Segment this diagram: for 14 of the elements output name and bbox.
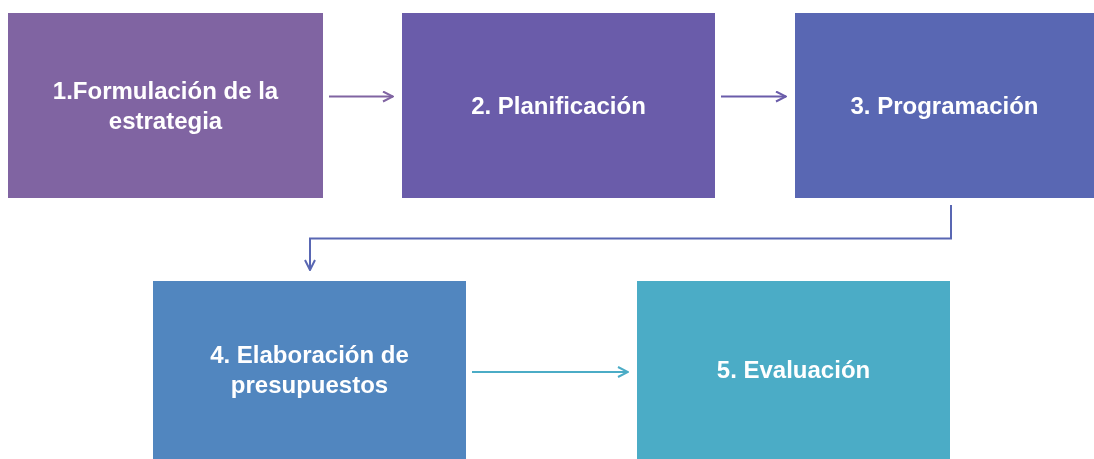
process-box bbox=[795, 13, 1094, 198]
arrow bbox=[471, 366, 629, 378]
step-label: 3. Programación bbox=[850, 90, 1039, 121]
arrow bbox=[328, 90, 394, 103]
step-label: 5. Evaluación bbox=[716, 355, 871, 385]
process-box bbox=[153, 281, 466, 459]
step-label: 2. Planificación bbox=[471, 90, 646, 121]
process-box bbox=[402, 13, 715, 198]
step-label: 4. Elaboración de presupuestos bbox=[209, 340, 410, 400]
arrow bbox=[720, 90, 787, 103]
process-box bbox=[8, 13, 323, 198]
arrow bbox=[304, 204, 952, 271]
process-box bbox=[637, 281, 950, 459]
step-label: 1.Formulación de la estrategia bbox=[51, 75, 280, 136]
